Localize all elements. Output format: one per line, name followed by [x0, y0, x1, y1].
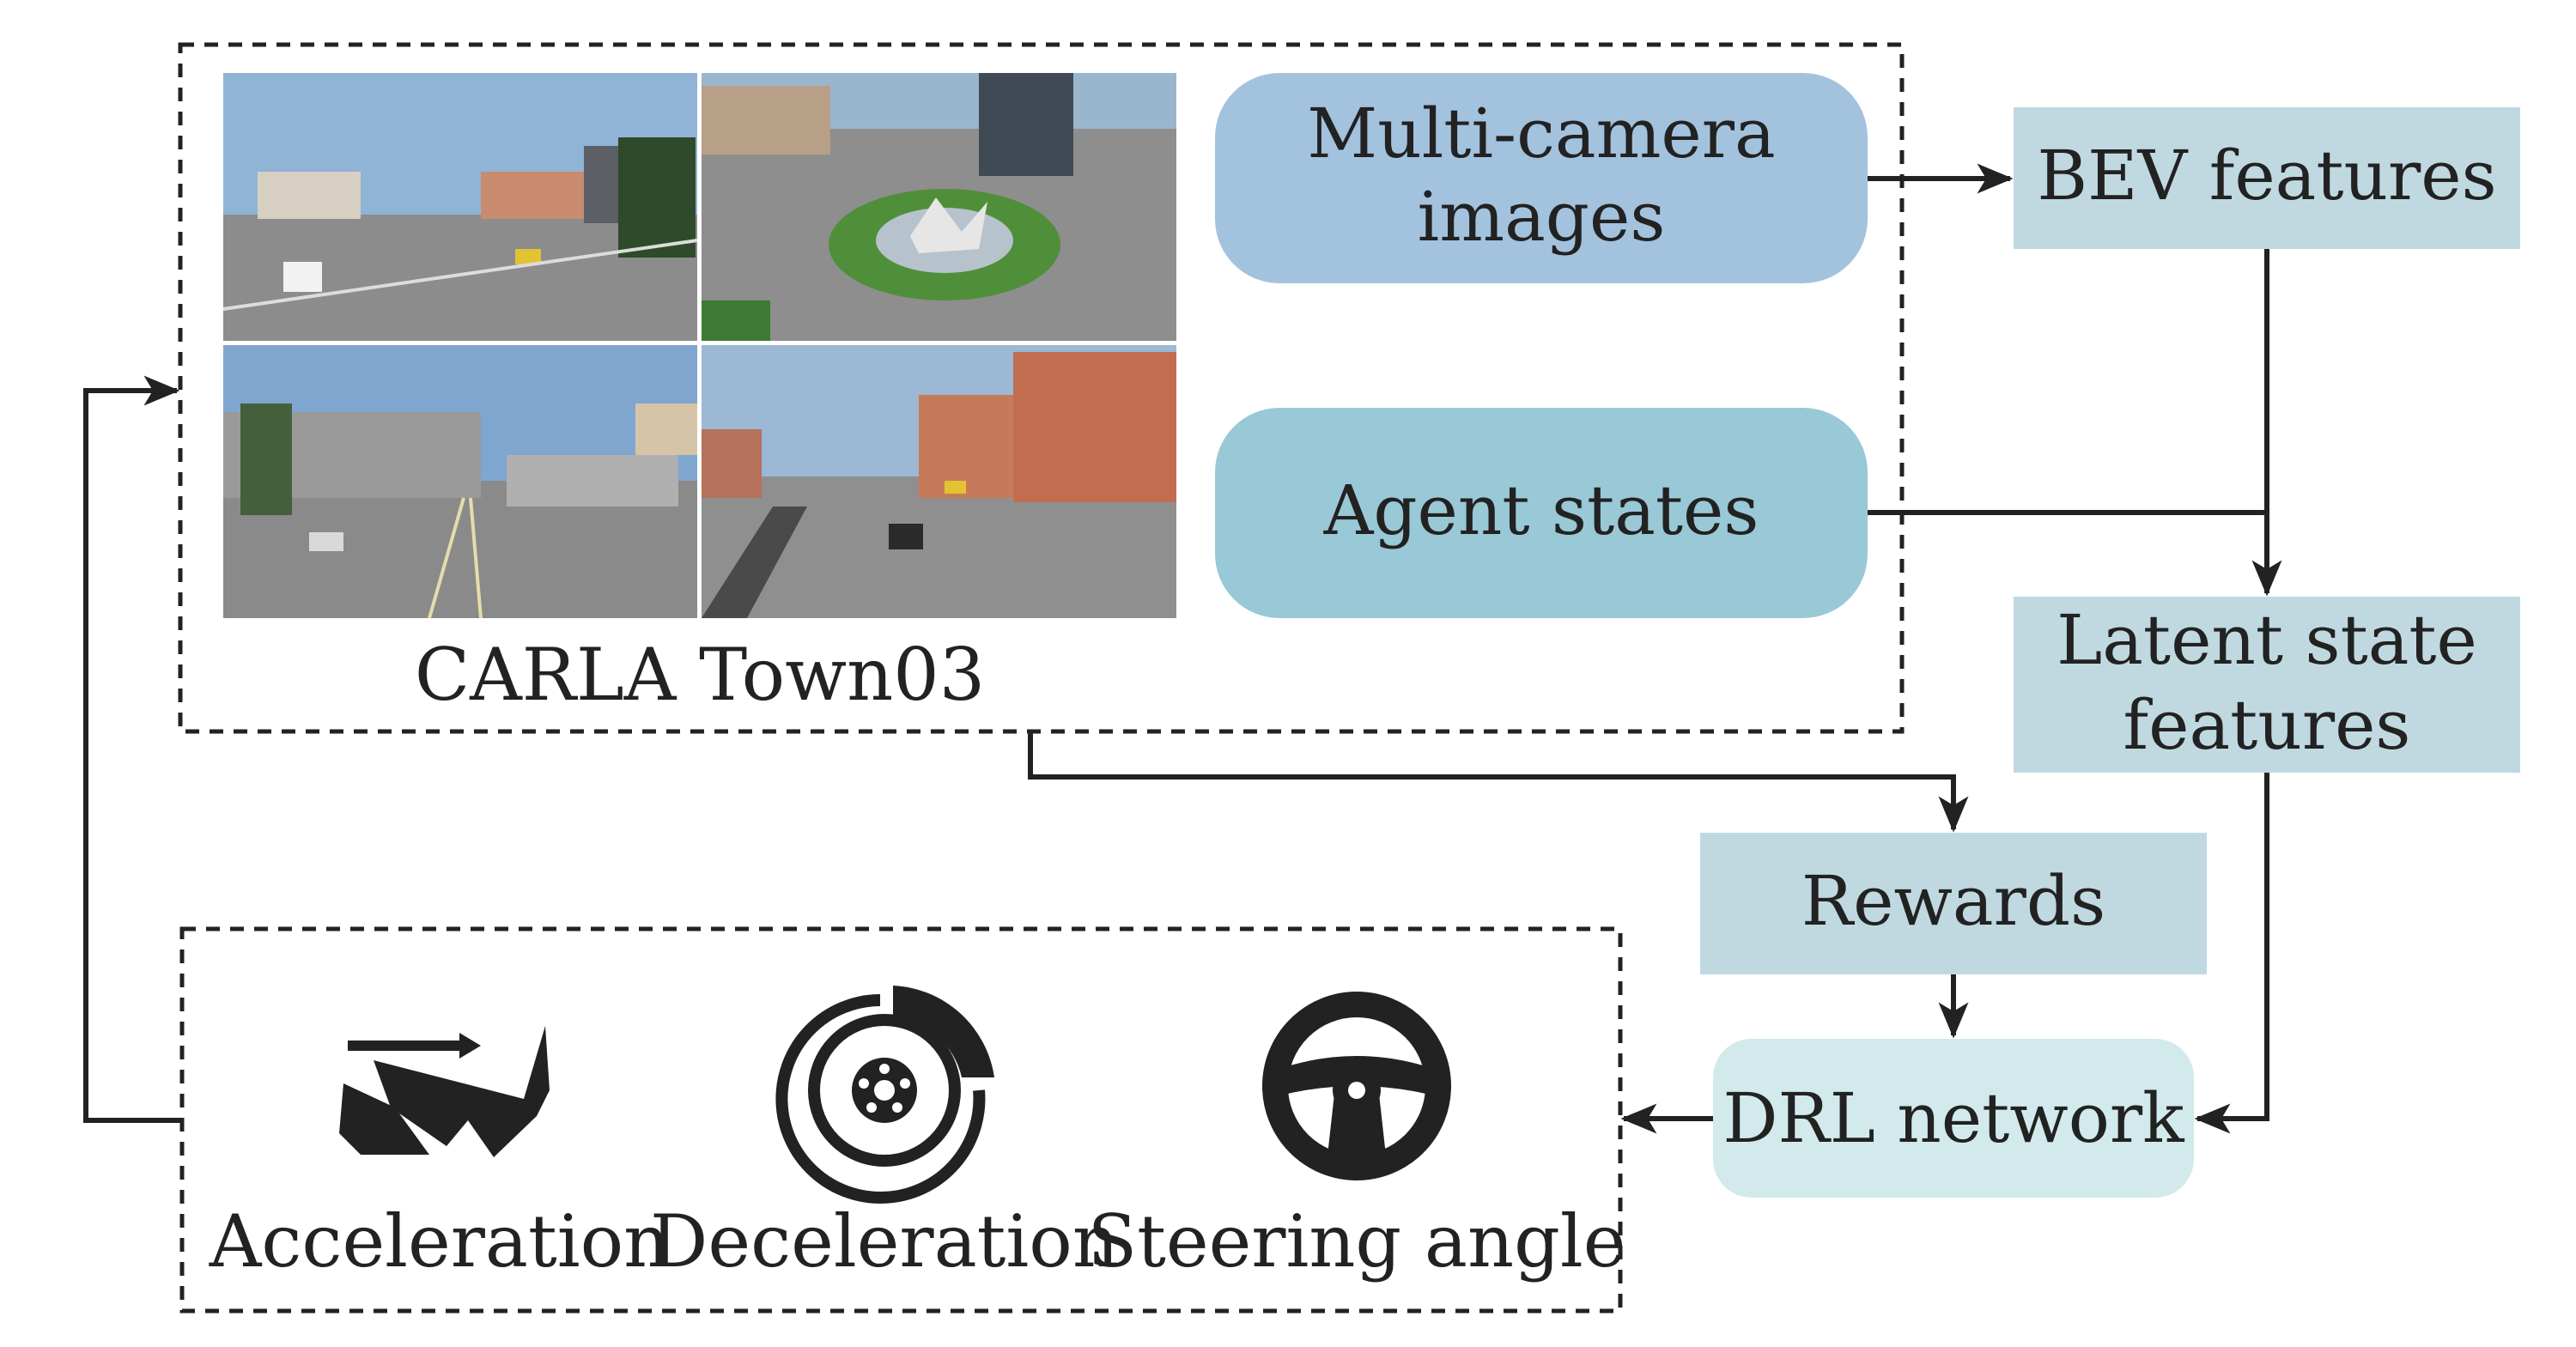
latent-line-2: features	[2123, 685, 2411, 765]
multi-camera-line-2: images	[1418, 177, 1666, 257]
latent-state-features-node: Latent state features	[2014, 597, 2520, 773]
edge-environment-to-rewards	[1028, 731, 1969, 833]
steering-wheel-icon	[1262, 992, 1451, 1180]
edge-actions-feedback-to-environment	[83, 375, 182, 1123]
agent-states-label: Agent states	[1323, 470, 1759, 550]
agent-states-node: Agent states	[1215, 408, 1868, 618]
edge-latent-to-drl	[2194, 773, 2269, 1134]
latent-line-1: Latent state	[2057, 600, 2477, 680]
deceleration-label: Deceleration	[650, 1199, 1119, 1283]
camera-mosaic	[222, 73, 1176, 619]
camera-view-street	[702, 345, 1176, 618]
rewards-node: Rewards	[1700, 833, 2207, 974]
environment-group	[178, 42, 1905, 734]
steering-angle-label: Steering angle	[1088, 1199, 1626, 1283]
brake-disc-icon	[775, 986, 994, 1204]
camera-view-roundabout	[702, 73, 1176, 341]
multi-camera-images-node: Multi-camera images	[1215, 73, 1868, 283]
drl-network-label: DRL network	[1722, 1078, 2185, 1158]
rewards-label: Rewards	[1801, 861, 2105, 941]
bev-features-node: BEV features	[2014, 107, 2520, 249]
bev-features-label: BEV features	[2037, 136, 2496, 215]
accelerator-pedal-icon	[339, 1026, 550, 1157]
camera-view-intersection	[222, 73, 698, 341]
drl-network-node: DRL network	[1713, 1039, 2194, 1198]
multi-camera-line-1: Multi-camera	[1307, 94, 1775, 173]
acceleration-label: Acceleration	[209, 1199, 671, 1283]
camera-view-highway	[223, 345, 697, 619]
environment-caption: CARLA Town03	[415, 633, 985, 717]
